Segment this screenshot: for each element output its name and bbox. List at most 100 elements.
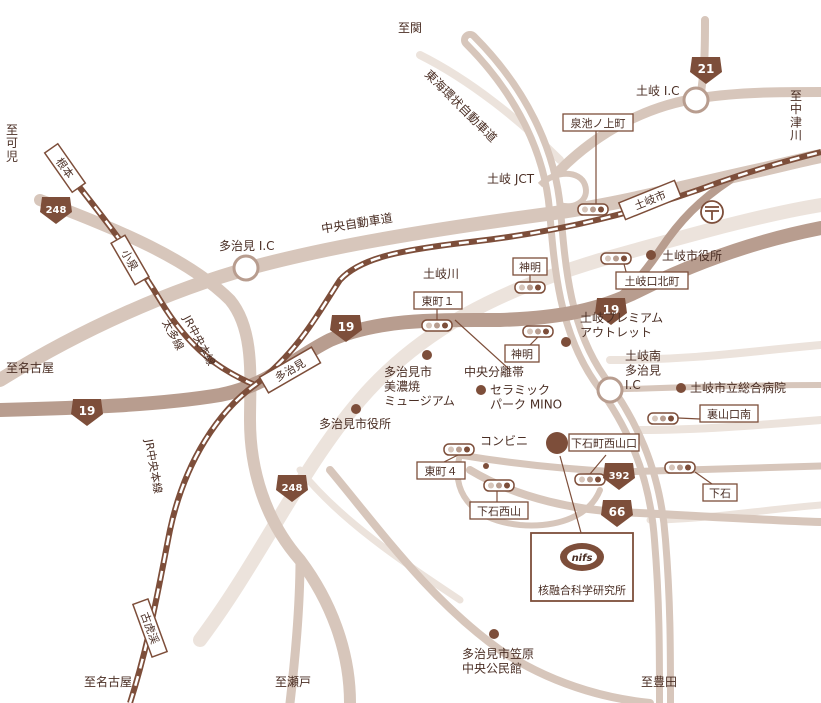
dir-seto: 至瀬戸 — [275, 675, 311, 689]
box-shimoishi: 下石 — [702, 483, 738, 502]
station-nemoto: 根本 — [43, 142, 87, 194]
light-road-right — [606, 341, 821, 364]
box-higashimachi4: 東町４ — [416, 461, 466, 480]
dir-nagoya-bottom: 至名古屋 — [84, 674, 132, 689]
svg-text:21: 21 — [698, 62, 715, 76]
station-kokei: 小泉 — [110, 234, 150, 286]
tajimi-ic-marker — [232, 254, 260, 282]
station-kokeimae: 古虎渓 — [131, 597, 169, 659]
tajimi-city-hall-label: 多治見市役所 — [319, 416, 391, 431]
station-toki: 土岐市 — [617, 179, 683, 221]
convenience-label: コンビニ — [480, 434, 528, 448]
nifs-logo-text: nifs — [572, 553, 593, 564]
box-jinmei-top: 神明 — [512, 257, 548, 276]
svg-text:東町４: 東町４ — [425, 465, 458, 478]
railways — [47, 148, 821, 703]
tajimi-museum-dot — [422, 350, 432, 360]
traffic-lights — [421, 203, 696, 492]
nifs-dot — [546, 432, 568, 454]
place-labels: 土岐川 土岐市役所 土岐プレミアムアウトレット 多治見市美濃焼ミュージアム 中央… — [319, 248, 786, 675]
signal-tokiguchi — [600, 252, 632, 265]
svg-text:土岐口北町: 土岐口北町 — [625, 275, 680, 288]
signal-urayama — [647, 412, 679, 425]
toki-hospital-label: 土岐市立総合病院 — [690, 380, 786, 395]
mid-roads — [0, 16, 821, 703]
dir-nagoya-left: 至名古屋 — [6, 360, 54, 375]
chuo-line — [127, 149, 821, 703]
post-office-icon — [700, 200, 724, 224]
tajimi-ic-label: 多治見 I.C — [219, 239, 275, 253]
svg-text:248: 248 — [46, 205, 67, 216]
nifs-label: 核融合科学研究所 — [538, 583, 626, 597]
ceramic-park-label: セラミックパーク MINO — [490, 383, 562, 411]
svg-text:19: 19 — [79, 404, 96, 418]
route-19-shield-center: 19 — [330, 315, 362, 342]
route-shields: 21 248 248 19 19 19 392 66 — [40, 57, 722, 527]
toki-jct-loop — [537, 170, 589, 210]
toki-river-label: 土岐川 — [423, 267, 459, 281]
kasahara-dot — [489, 629, 499, 639]
toki-city-hall-label: 土岐市役所 — [662, 248, 722, 263]
route-19-shield-left: 19 — [71, 399, 103, 426]
toki-ic-label: 土岐 I.C — [636, 84, 680, 98]
svg-text:66: 66 — [609, 505, 626, 519]
route-248-shield-top: 248 — [40, 197, 72, 224]
signal-izumi — [577, 203, 609, 216]
chuo-line-label-lower: JR中央本線 — [142, 437, 165, 494]
dir-toyota: 至豊田 — [641, 675, 677, 689]
route-248-road — [34, 194, 356, 703]
signal-higashimachi4 — [443, 443, 475, 456]
dir-nakatsugawa: 至中津川 — [790, 89, 802, 143]
ceramic-park-dot — [476, 385, 486, 395]
toki-city-hall-dot — [646, 250, 656, 260]
toki-ic-marker — [682, 86, 710, 114]
taita-line-bars — [49, 149, 256, 387]
convenience-dot — [483, 463, 489, 469]
poi-markers — [351, 250, 686, 639]
signal-higashimachi1 — [421, 319, 453, 332]
toki-minami-ic-marker — [596, 376, 624, 404]
chuo-bunritai-label: 中央分離帯 — [464, 364, 524, 379]
route-19-east — [596, 176, 734, 314]
dir-seki: 至関 — [398, 21, 422, 35]
intersection-boxes: 泉池ノ上町 神明 神明 東町１ 東町４ 土岐口北町 下石町西山口 下石西山 裏山… — [413, 113, 759, 520]
tajimi-museum-label: 多治見市美濃焼ミュージアム — [384, 364, 455, 408]
route-248-shield-bottom: 248 — [276, 475, 308, 502]
kasahara-road — [326, 466, 654, 703]
svg-text:下石: 下石 — [709, 487, 731, 500]
svg-text:392: 392 — [609, 471, 630, 482]
route-21-shield: 21 — [690, 57, 722, 84]
tajimi-city-hall-dot — [351, 404, 361, 414]
toki-hospital-dot — [676, 383, 686, 393]
signal-shimoishi-nishiyama — [483, 479, 515, 492]
svg-text:下石西山: 下石西山 — [477, 505, 521, 518]
dir-kani: 至可児 — [6, 123, 18, 163]
route-19-shield-right: 19 — [595, 298, 627, 325]
svg-text:神明: 神明 — [519, 260, 541, 274]
signal-nishiyamaguchi — [574, 473, 606, 486]
svg-text:泉池ノ上町: 泉池ノ上町 — [571, 116, 626, 130]
box-shimoishi-nishiyamaguchi: 下石町西山口 — [568, 433, 640, 452]
svg-text:裏山口南: 裏山口南 — [707, 407, 751, 421]
box-izumi: 泉池ノ上町 — [562, 113, 634, 132]
interchanges — [232, 86, 710, 404]
svg-text:19: 19 — [338, 320, 355, 334]
box-jinmei-bottom: 神明 — [504, 344, 540, 363]
svg-text:東町１: 東町１ — [422, 295, 455, 308]
nifs-box: nifs 核融合科学研究所 — [530, 532, 634, 602]
direction-labels: 至関 至可児 至名古屋 至名古屋 至瀬戸 至豊田 至中津川 — [6, 21, 802, 689]
svg-text:下石町西山口: 下石町西山口 — [571, 437, 637, 450]
route-392-shield: 392 — [603, 463, 635, 490]
light-road-right2 — [636, 416, 821, 434]
box-urayama: 裏山口南 — [699, 404, 759, 423]
svg-text:248: 248 — [282, 483, 303, 494]
svg-text:神明: 神明 — [511, 347, 533, 361]
signal-shimoishi — [664, 461, 696, 474]
signal-jinmei-top — [514, 281, 546, 294]
route-248-south — [285, 555, 305, 703]
tokai-kanjo-inner — [468, 38, 667, 703]
leader-lines — [436, 127, 713, 541]
toki-jct-label: 土岐 JCT — [487, 172, 535, 186]
